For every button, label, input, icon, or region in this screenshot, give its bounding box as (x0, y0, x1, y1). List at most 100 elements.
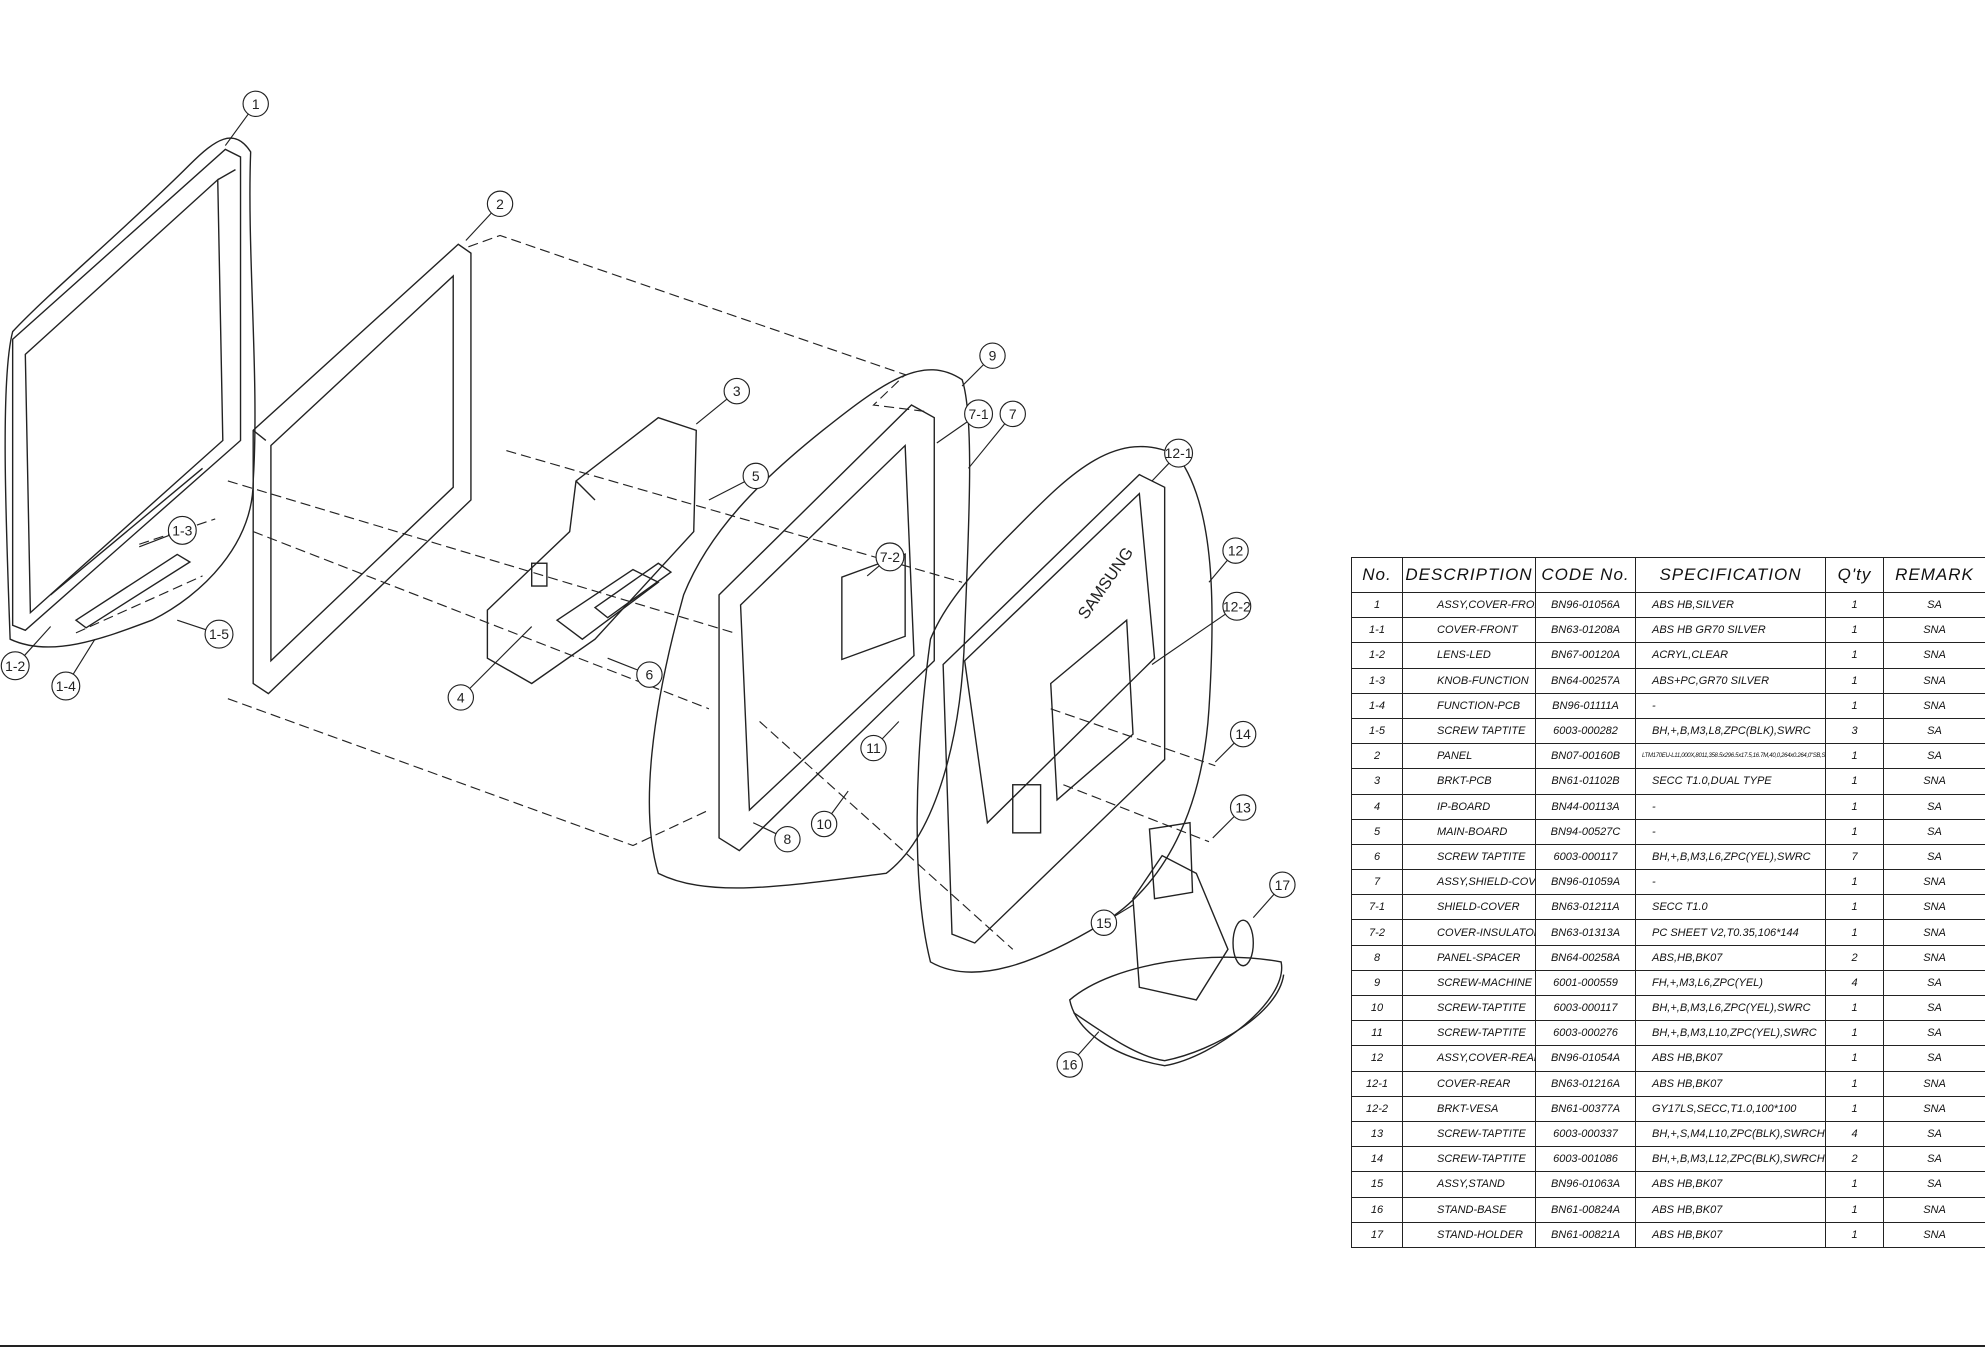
cell-spec: - (1635, 818, 1826, 845)
leader-line (961, 364, 984, 387)
cell-code: BN64-00257A (1535, 667, 1636, 694)
callout-circle (204, 619, 234, 649)
cell-remark: SA (1883, 717, 1985, 745)
cell-no: 6 (1351, 843, 1403, 871)
cell-no: 9 (1351, 969, 1403, 997)
callout-circle (1229, 794, 1257, 821)
cell-qty: 1 (1825, 1196, 1884, 1223)
cell-desc: ASSY,SHIELD-COVER (1402, 869, 1536, 896)
cell-no: 4 (1351, 793, 1403, 820)
callout-7: 7 (968, 400, 1026, 469)
cell-no: 1 (1351, 591, 1403, 619)
callout-label: 6 (646, 667, 654, 683)
leader-line (224, 113, 249, 146)
cell-remark: SA (1883, 793, 1985, 820)
leader-line (1212, 816, 1235, 839)
callout-label: 17 (1275, 877, 1291, 893)
cell-qty: 1 (1825, 692, 1884, 719)
callout-circle (1222, 591, 1252, 621)
cell-qty: 1 (1825, 1020, 1884, 1047)
cell-spec: SECC T1.0,DUAL TYPE (1635, 768, 1826, 795)
cell-qty: 1 (1825, 894, 1884, 921)
cell-qty: 1 (1825, 1070, 1884, 1097)
callout-17: 17 (1252, 871, 1296, 919)
cell-no: 15 (1351, 1171, 1403, 1198)
cell-spec: ABS HB,BK07 (1635, 1221, 1826, 1248)
callout-label: 1-4 (56, 678, 76, 694)
cell-remark: SA (1883, 591, 1985, 619)
callout-1-5: 1-5 (177, 619, 234, 649)
leader-line (752, 822, 777, 835)
callout-4: 4 (447, 626, 533, 711)
shield-cover-shape (718, 404, 935, 852)
callout-label: 7-1 (969, 406, 989, 422)
cell-qty: 1 (1825, 1095, 1884, 1122)
callout-13: 13 (1212, 794, 1257, 839)
callout-label: 13 (1235, 800, 1251, 816)
cell-remark: SNA (1883, 1095, 1985, 1122)
cell-desc: PANEL-SPACER (1402, 944, 1536, 971)
cell-desc: BRKT-PCB (1402, 768, 1536, 795)
cell-code: BN64-00258A (1535, 944, 1636, 971)
leader-line (1114, 904, 1134, 917)
cell-no: 16 (1351, 1196, 1403, 1223)
callout-label: 7 (1009, 406, 1017, 422)
cell-code: BN61-00821A (1535, 1221, 1636, 1248)
leader-line (1208, 559, 1228, 583)
cell-remark: SNA (1883, 1196, 1985, 1223)
callout-label: 2 (496, 196, 504, 212)
cell-code: 6003-000117 (1535, 994, 1636, 1022)
column-header: CODE No. (1535, 557, 1636, 593)
leader-line (1151, 462, 1170, 482)
callout-circle (1056, 1051, 1083, 1078)
callout-circle (875, 542, 905, 572)
cell-no: 7 (1351, 869, 1403, 896)
callout-circle (1229, 720, 1257, 748)
cell-spec: ABS,HB,BK07 (1635, 944, 1826, 971)
cell-desc: LENS-LED (1402, 642, 1536, 669)
callout-circle (979, 342, 1006, 369)
callout-circle (774, 825, 801, 853)
cell-spec: GY17LS,SECC,T1.0,100*100 (1635, 1095, 1826, 1122)
cell-desc: SHIELD-COVER (1402, 894, 1536, 921)
callout-label: 8 (784, 831, 792, 847)
leader-line (1252, 893, 1275, 919)
leader-line (708, 481, 745, 501)
cell-remark: SNA (1883, 1070, 1985, 1097)
cell-qty: 1 (1825, 1221, 1884, 1248)
callout-12: 12 (1208, 537, 1249, 583)
cell-desc: IP-BOARD (1402, 793, 1536, 820)
cell-code: BN96-01056A (1535, 591, 1636, 619)
cell-no: 17 (1351, 1221, 1403, 1248)
cell-remark: SA (1883, 1146, 1985, 1173)
cell-remark: SA (1883, 969, 1985, 997)
cell-remark: SNA (1883, 869, 1985, 896)
cell-desc: ASSY,COVER-REAR (1402, 1045, 1536, 1072)
callout-9: 9 (961, 342, 1006, 387)
leader-line (695, 398, 728, 425)
cell-code: BN63-01313A (1535, 919, 1636, 946)
cell-remark: SA (1883, 1020, 1985, 1047)
cell-desc: SCREW-TAPTITE (1402, 1020, 1536, 1047)
callout-label: 4 (457, 689, 465, 705)
callout-label: 14 (1235, 726, 1251, 742)
callout-12-2: 12-2 (1151, 591, 1252, 665)
cell-desc: COVER-FRONT (1402, 617, 1536, 644)
callout-1-3: 1-3 (139, 515, 197, 548)
callout-3: 3 (695, 377, 751, 425)
cell-remark: SNA (1883, 1221, 1985, 1248)
cell-desc: COVER-INSULATOR (1402, 919, 1536, 946)
callout-circle (723, 377, 751, 405)
cell-desc: MAIN-BOARD (1402, 818, 1536, 845)
cell-no: 2 (1351, 743, 1403, 770)
cell-no: 12 (1351, 1045, 1403, 1072)
leader-line (607, 657, 638, 671)
